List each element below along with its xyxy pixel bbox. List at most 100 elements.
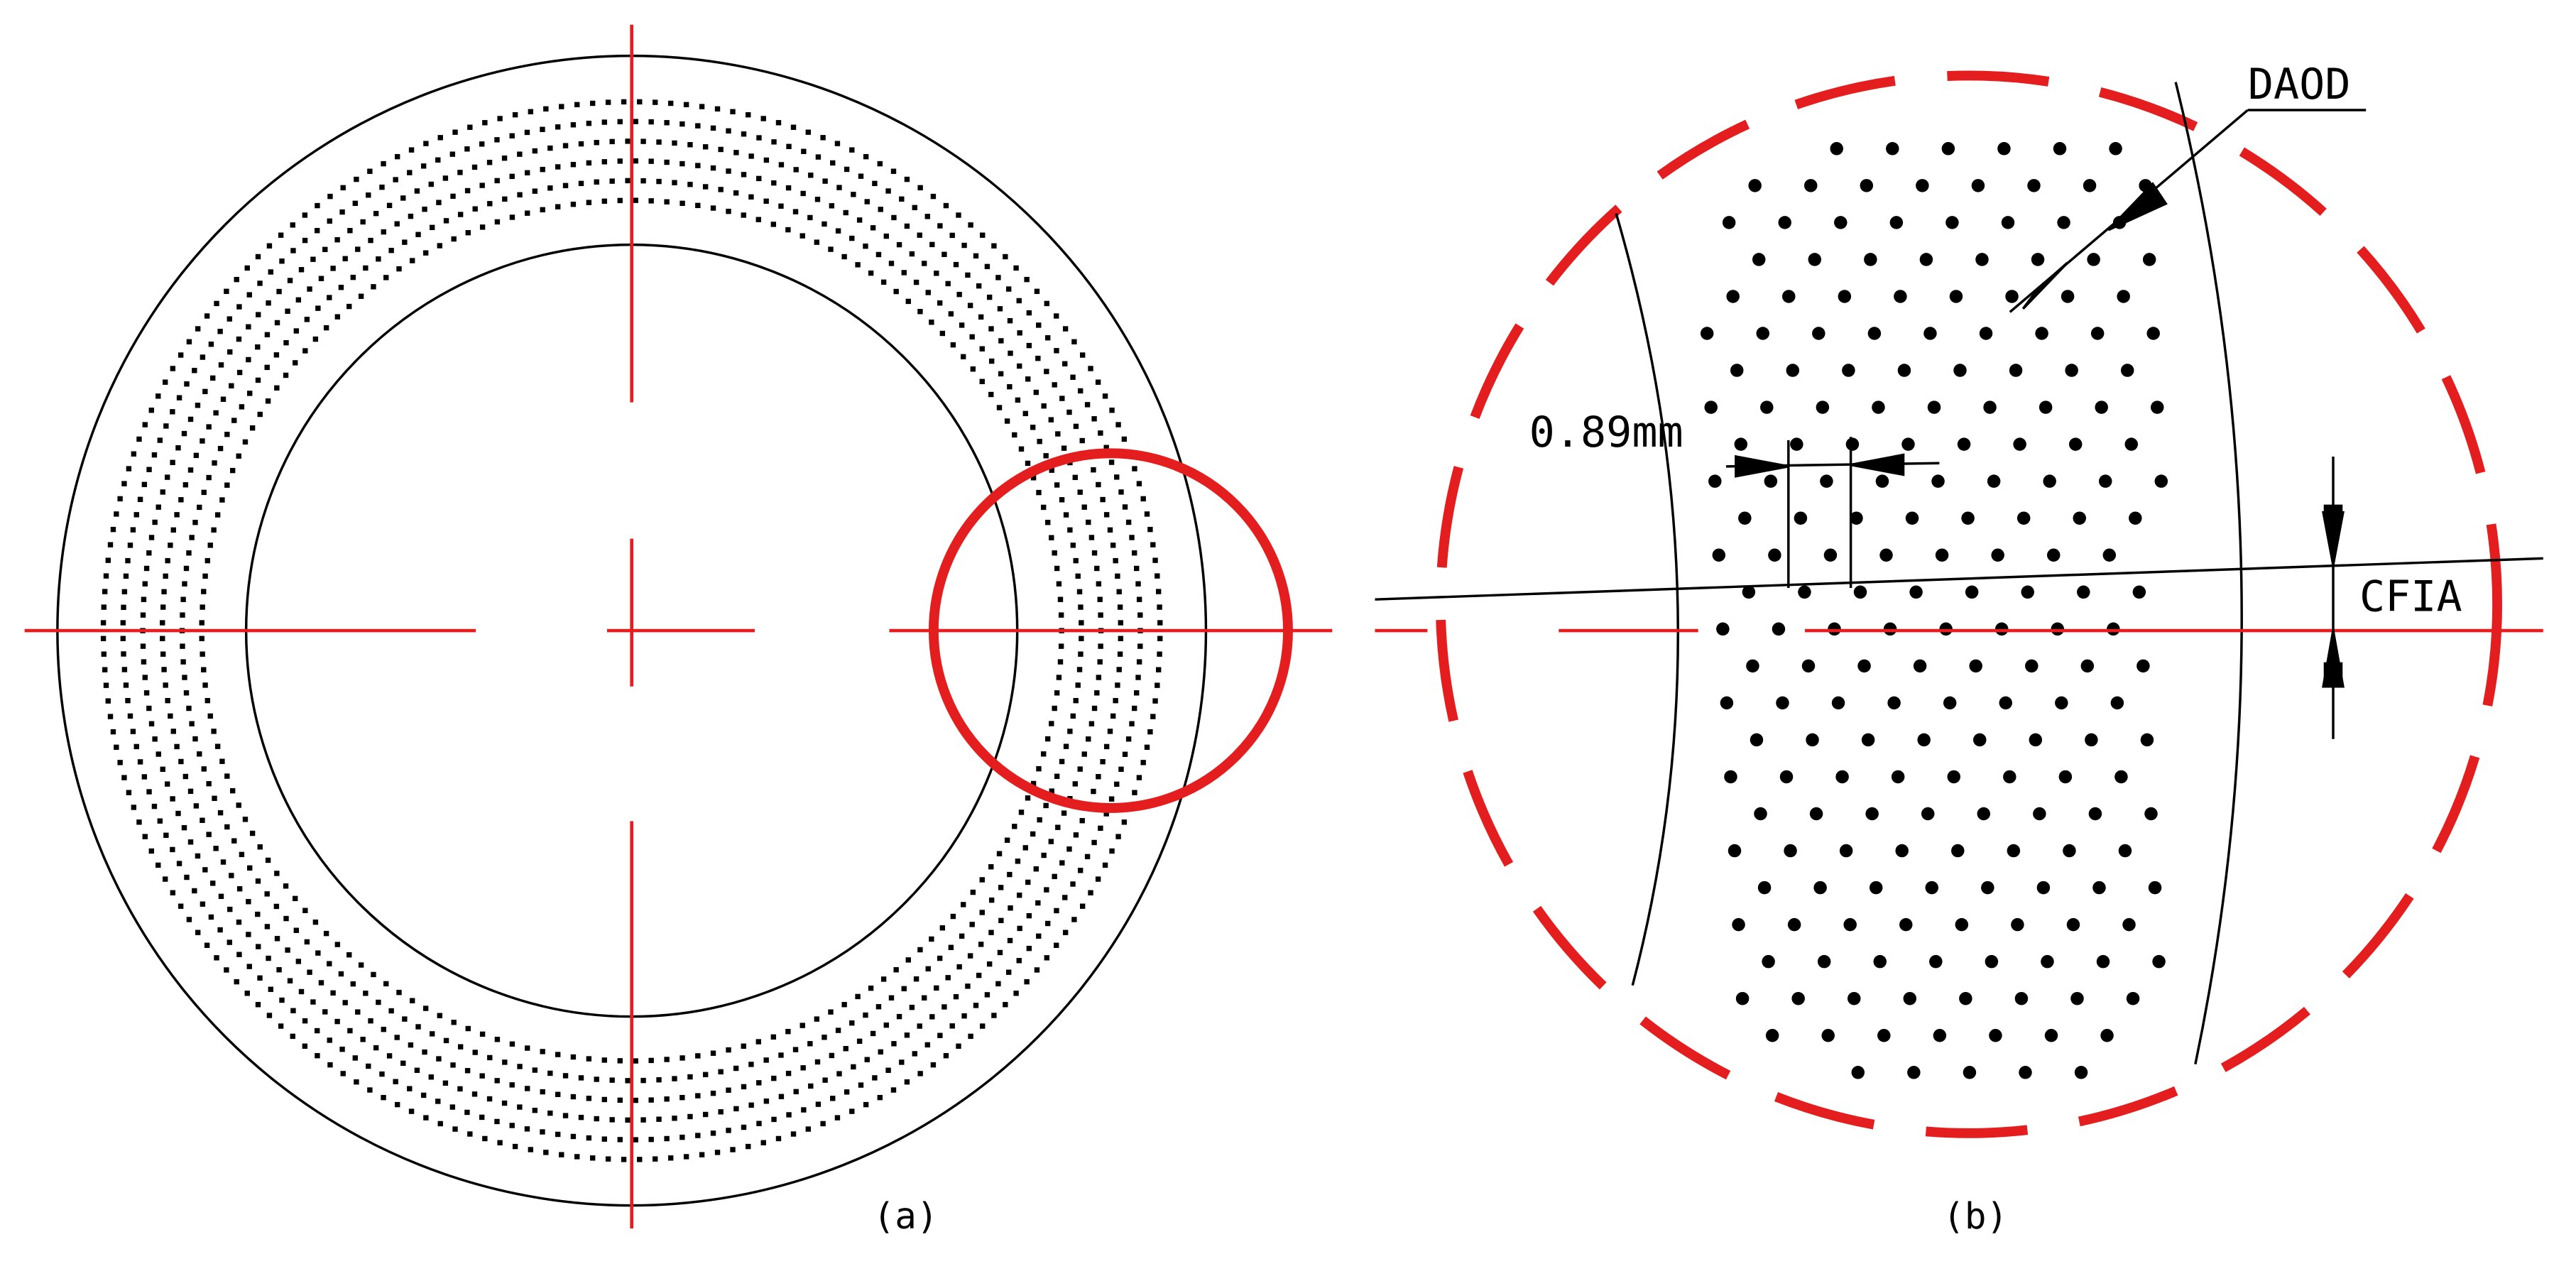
perforation-dot	[170, 846, 175, 853]
perforation-dot	[352, 200, 358, 207]
perforation-dot	[699, 1152, 705, 1157]
perforation-dot	[197, 504, 202, 511]
perforation-dot	[965, 272, 971, 278]
perforation-dot-detail	[2154, 474, 2168, 488]
perforation-dot	[1013, 991, 1019, 996]
perforation-dot	[394, 221, 400, 227]
perforation-dot	[386, 1053, 393, 1059]
perforation-dot	[110, 729, 116, 735]
perforation-dot	[605, 99, 611, 105]
perforation-dot	[621, 1157, 627, 1162]
perforation-dot	[942, 1004, 947, 1010]
perforation-dot	[274, 936, 280, 942]
perforation-dot	[121, 775, 127, 780]
perforation-dot	[532, 1067, 538, 1073]
perforation-dot	[904, 176, 910, 182]
perforation-dot	[246, 324, 251, 329]
perforation-dot	[710, 205, 716, 211]
perforation-dot	[214, 743, 221, 749]
perforation-dot	[849, 147, 855, 153]
perforation-dot	[540, 1049, 545, 1054]
perforation-dot	[219, 758, 225, 764]
perforation-dot	[1077, 868, 1084, 873]
perforation-dot	[586, 1056, 592, 1062]
perforation-dot	[863, 1101, 869, 1108]
perforation-dot	[680, 160, 685, 167]
perforation-dot	[562, 1073, 569, 1079]
perforation-dot	[180, 596, 186, 602]
perforation-dot-detail	[1865, 807, 1879, 821]
perforation-dot	[1003, 254, 1008, 260]
perforation-dot	[187, 788, 194, 795]
perforation-dot	[875, 1004, 882, 1010]
perforation-dot-detail	[1979, 327, 1993, 340]
perforation-dot	[687, 1113, 693, 1120]
perforation-dot	[1007, 871, 1013, 878]
perforation-dot	[1007, 937, 1013, 944]
perforation-dot	[540, 1129, 545, 1135]
perforation-dot	[672, 140, 677, 146]
perforation-dot	[1078, 651, 1084, 657]
perforation-dot	[937, 223, 943, 229]
perforation-dot	[293, 328, 300, 334]
perforation-dot	[586, 1135, 592, 1141]
perforation-dot	[1040, 504, 1047, 511]
perforation-dot	[748, 1102, 754, 1108]
perforation-dot	[1022, 845, 1028, 851]
perforation-dot	[407, 170, 413, 175]
perforation-dot	[998, 338, 1004, 344]
perforation-dot	[746, 111, 751, 118]
perforation-dot-detail	[2085, 733, 2098, 747]
perforation-dot	[265, 857, 271, 863]
perforation-dot	[917, 947, 923, 953]
perforation-dot	[381, 1026, 386, 1032]
perforation-dot	[1044, 335, 1051, 341]
perforation-dot	[192, 888, 197, 894]
perforation-dot	[978, 942, 984, 947]
perforation-dot	[664, 199, 670, 205]
perforation-dot	[1063, 743, 1069, 749]
perforation-dot	[967, 302, 973, 308]
perforation-dot-detail	[2095, 400, 2108, 414]
perforation-dot	[176, 395, 182, 400]
perforation-dot-detail	[1943, 696, 1957, 710]
perforation-dot	[718, 146, 724, 153]
perforation-dot	[160, 636, 165, 641]
outer-wall-arc	[2174, 82, 2243, 1065]
perforation-dot	[1062, 326, 1069, 332]
perforation-dot	[1088, 535, 1095, 540]
perforation-dot	[246, 899, 251, 905]
perforation-dot-detail	[2036, 881, 2051, 895]
perforation-dot-detail	[1786, 364, 1800, 377]
perforation-dot-detail	[1746, 659, 1759, 673]
perforation-dot	[885, 1067, 891, 1073]
perforation-dot	[274, 385, 280, 391]
perforation-dot-detail	[1853, 585, 1867, 599]
perforation-dot	[820, 1121, 826, 1127]
perforation-dot	[699, 104, 705, 109]
perforation-dot	[929, 320, 934, 325]
perforation-dot	[799, 1023, 805, 1028]
perforation-dot-detail	[1975, 253, 1989, 266]
perforation-dot	[1155, 573, 1160, 579]
perforation-dot	[528, 109, 534, 114]
perforation-dot	[1070, 374, 1076, 380]
detail-dashed-circle	[1435, 70, 2503, 1138]
perforation-dot	[314, 228, 320, 234]
perforation-dot	[785, 185, 792, 191]
perforation-dot-detail	[1716, 622, 1730, 636]
perforation-dot	[249, 830, 256, 836]
perforation-dot-detail	[2058, 770, 2073, 784]
perforation-dot	[733, 1106, 739, 1112]
perforation-dot	[1132, 790, 1137, 795]
perforation-dot	[617, 1137, 623, 1143]
perforation-dot-detail	[2124, 437, 2139, 451]
perforation-dot	[570, 1133, 577, 1140]
perforation-dot	[479, 224, 486, 230]
perforation-dot	[165, 697, 170, 704]
perforation-dot-detail	[2074, 1066, 2088, 1079]
perforation-dot	[334, 236, 340, 243]
perforation-dot	[1070, 543, 1076, 548]
perforation-dot-detail	[2129, 511, 2142, 525]
perforation-dot	[420, 1092, 427, 1099]
